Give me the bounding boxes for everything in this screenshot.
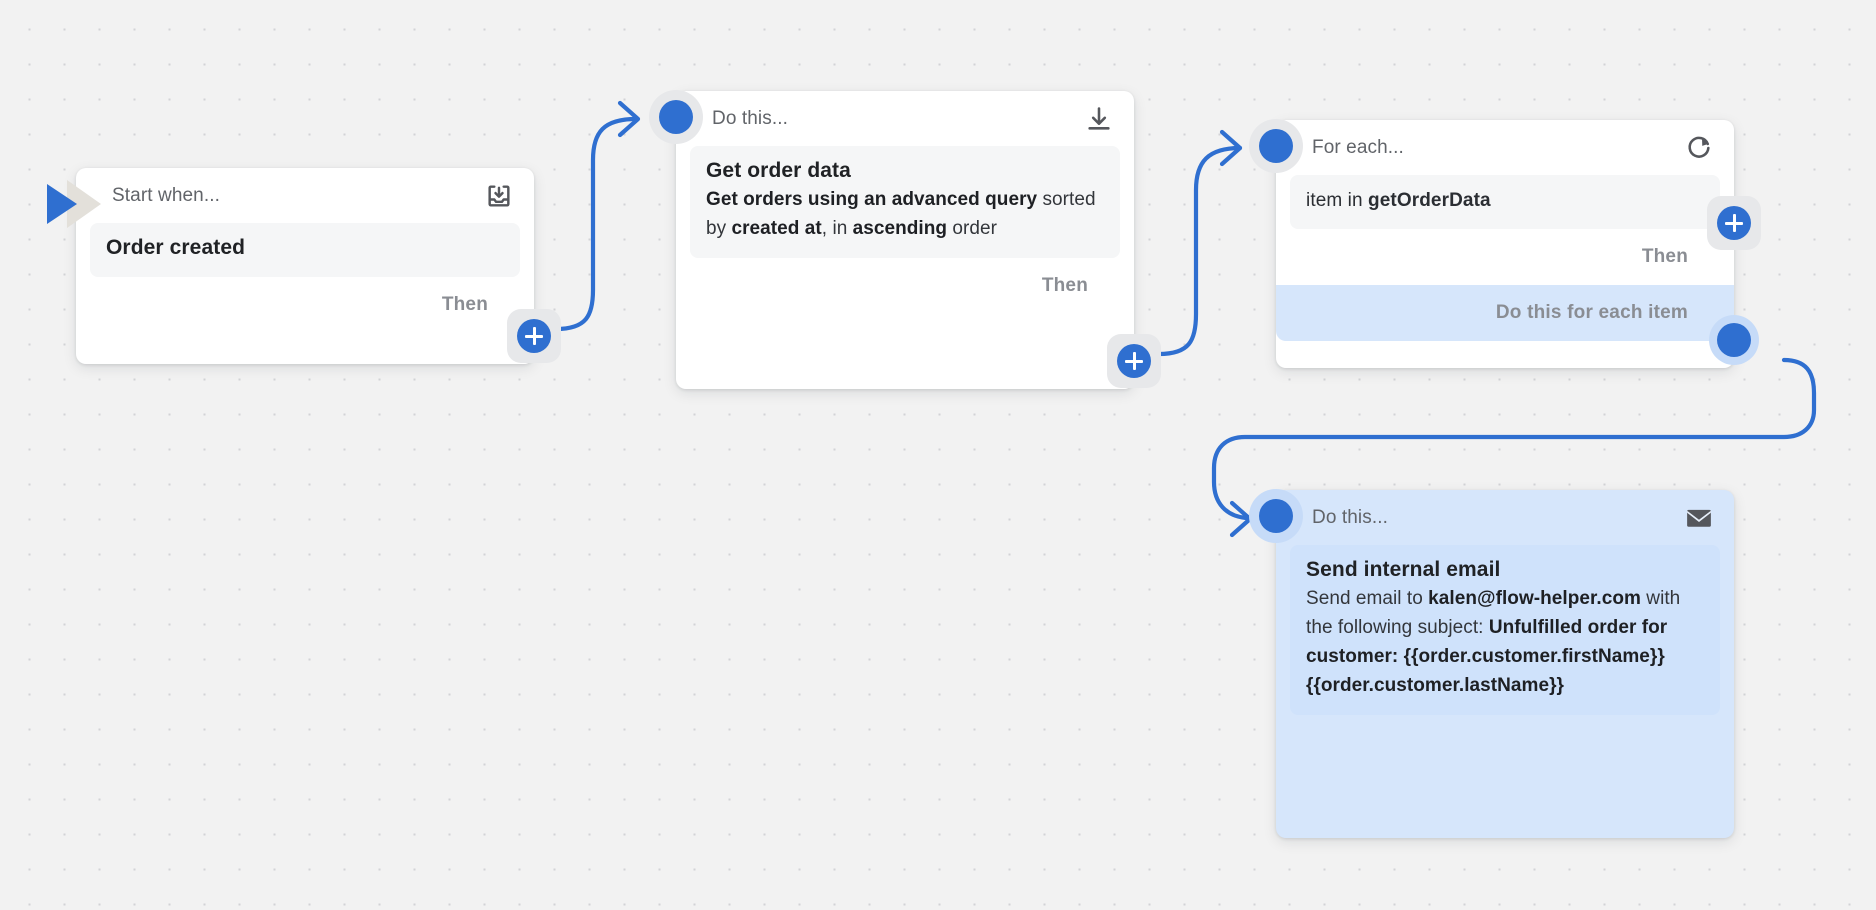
trigger-event-label: Order created <box>106 236 246 259</box>
then-label: Then <box>1641 246 1688 267</box>
get-order-data-then-row: Then <box>676 258 1134 314</box>
arrowhead-to-email <box>1229 500 1253 538</box>
envelope-icon[interactable] <box>1684 503 1714 533</box>
node-send-internal-email[interactable]: Do this... Send internal email Send emai… <box>1249 489 1734 838</box>
add-step-after-for-each-button[interactable] <box>1707 196 1761 250</box>
action-title: Get order data <box>706 159 851 182</box>
wire-action-to-foreach <box>1156 145 1243 357</box>
action-description: Get orders using an advanced query sorte… <box>706 189 1096 239</box>
arrowhead-to-action <box>617 100 641 138</box>
for-each-then-row: Then <box>1276 229 1734 285</box>
for-each-header: For each... <box>1276 120 1734 175</box>
add-step-after-get-order-data-button[interactable] <box>1107 334 1161 388</box>
inbox-download-icon[interactable] <box>484 181 514 211</box>
download-icon[interactable] <box>1084 104 1114 134</box>
send-email-header: Do this... <box>1276 490 1734 545</box>
for-each-expression: item in getOrderData <box>1306 190 1491 211</box>
node-get-order-data[interactable]: Do this... Get order data Get orders usi… <box>649 90 1161 389</box>
then-label: Then <box>1041 275 1088 296</box>
for-each-body[interactable]: item in getOrderData <box>1290 175 1720 229</box>
loop-band-label: Do this for each item <box>1495 302 1688 323</box>
add-step-after-trigger-button[interactable] <box>507 309 561 363</box>
wire-trigger-to-action <box>553 116 639 332</box>
node-start-when[interactable]: Start when... Order created Then <box>47 168 561 364</box>
for-each-title: For each... <box>1312 136 1404 158</box>
loop-icon[interactable] <box>1684 133 1714 163</box>
start-when-title: Start when... <box>112 184 220 206</box>
start-when-then-row: Then <box>76 277 534 333</box>
trigger-play-connector <box>45 176 107 232</box>
for-each-input-connector[interactable] <box>1249 119 1303 173</box>
for-each-output-connector[interactable] <box>1709 315 1759 365</box>
get-order-data-body[interactable]: Get order data Get orders using an advan… <box>690 146 1120 258</box>
then-label: Then <box>441 294 488 315</box>
get-order-data-header: Do this... <box>676 91 1134 146</box>
action-description: Send email to kalen@flow-helper.com with… <box>1306 588 1681 696</box>
get-order-data-input-connector[interactable] <box>649 90 703 144</box>
for-each-loop-band[interactable]: Do this for each item <box>1276 285 1734 341</box>
send-email-input-connector[interactable] <box>1249 489 1303 543</box>
arrowhead-to-foreach <box>1219 129 1243 167</box>
start-when-header: Start when... <box>76 168 534 223</box>
do-this-title: Do this... <box>712 107 788 129</box>
node-for-each[interactable]: For each... item in getOrderData Then Do… <box>1249 119 1761 368</box>
start-when-body[interactable]: Order created <box>90 223 520 277</box>
do-this-title: Do this... <box>1312 506 1388 528</box>
action-title: Send internal email <box>1306 558 1501 581</box>
send-email-body[interactable]: Send internal email Send email to kalen@… <box>1290 545 1720 715</box>
